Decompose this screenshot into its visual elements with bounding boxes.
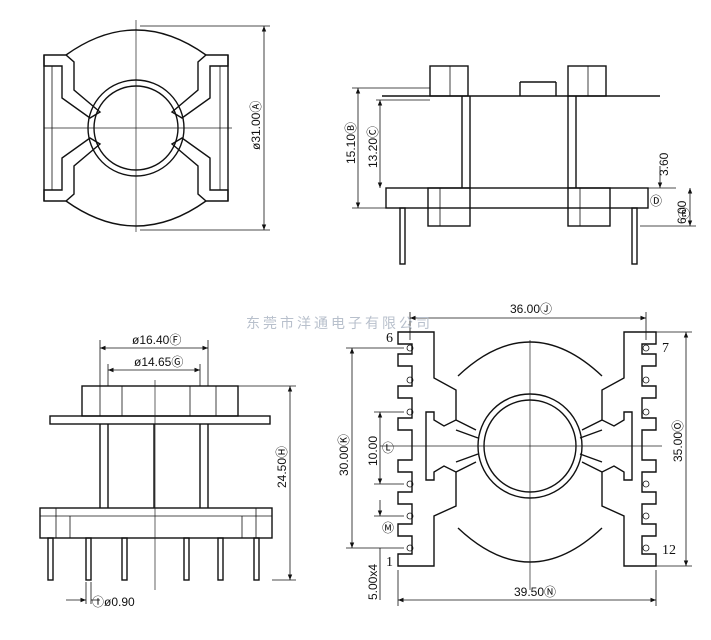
dim-top-right-15-10: 15.10Ⓑ [344,122,358,164]
dim-bottom-right-39-50: 39.50Ⓝ [514,585,556,599]
pin-label-1: 1 [386,555,393,570]
top-left-top-view: ø31.00Ⓐ [43,20,270,232]
dim-top-right-13-20: 13.20Ⓒ [366,126,380,168]
dim-bottom-left-16-40: ø16.40Ⓕ [132,333,181,347]
dim-bottom-right-30-00: 30.00Ⓚ [337,434,351,476]
dim-bottom-right-35-00: 35.00Ⓞ [671,420,685,462]
pin-label-6: 6 [386,331,393,346]
pin-label-7: 7 [662,341,669,356]
dim-bottom-right-36-00: 36.00Ⓙ [510,302,552,316]
dim-bottom-right-10-00: 10.00 [366,436,380,466]
dim-top-right-3-60: 3.60 [657,152,671,176]
top-right-side-view: 15.10Ⓑ 13.20Ⓒ 3.60 Ⓓ 6.00 Ⓔ [344,65,696,265]
dim-top-right-marker-d: Ⓓ [650,194,662,208]
dim-bottom-left-24-50: 24.50Ⓗ [275,446,289,488]
dim-top-right-6-00: 6.00 [675,200,689,224]
company-watermark: 东莞市洋通电子有限公司 [246,315,433,332]
bottom-right-bottom-view: 6 1 7 12 36.00Ⓙ 30.00Ⓚ 10.00 Ⓛ 35.00Ⓞ Ⓜ … [337,302,692,606]
dim-bottom-right-marker-m: Ⓜ [382,521,394,535]
dim-bottom-right-pitch: 5.00x4 [366,564,380,600]
dim-bottom-left-pin-dia: Ⓘø0.90 [92,595,135,609]
dim-top-left-diameter: ø31.00Ⓐ [249,101,263,150]
dim-bottom-right-marker-l: Ⓛ [382,441,394,455]
dim-top-right-marker-e: Ⓔ [678,207,690,221]
bottom-left-front-view: ø16.40Ⓕ ø14.65Ⓖ 24.50Ⓗ Ⓘø0.90 [39,333,296,609]
pin-label-12: 12 [662,543,676,558]
dim-bottom-left-14-65: ø14.65Ⓖ [134,355,183,369]
